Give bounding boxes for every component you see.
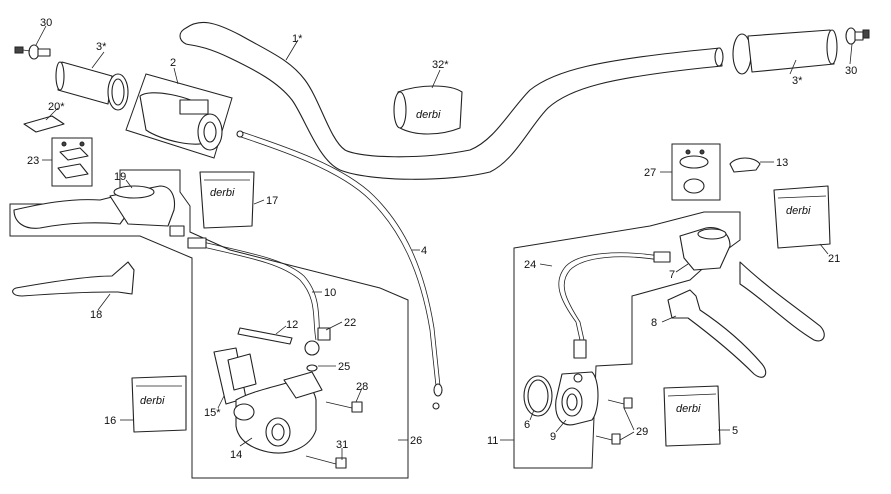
bar-pad: derbi <box>393 85 463 135</box>
left-grip <box>55 61 129 111</box>
callout-21: 21 <box>828 253 840 265</box>
front-master-cylinder <box>13 185 185 237</box>
throttle-cable <box>236 130 443 410</box>
callout-18: 18 <box>90 309 102 321</box>
clutch-bag: derbi <box>663 385 721 447</box>
callout-27: 27 <box>644 167 656 179</box>
bag-brand-mark-16: derbi <box>140 395 165 407</box>
banjo-bolt <box>304 327 331 372</box>
callout-15: 15* <box>204 407 221 419</box>
callout-3-left: 3* <box>96 41 107 53</box>
slave-cylinder <box>555 371 599 426</box>
callout-14: 14 <box>230 449 242 461</box>
o-ring <box>523 375 553 417</box>
slave-bolts <box>595 397 633 445</box>
brake-pads <box>213 347 257 405</box>
callout-12: 12 <box>286 319 298 331</box>
callout-31: 31 <box>336 439 348 451</box>
callout-8: 8 <box>651 317 657 329</box>
reservoir-cap <box>729 157 761 173</box>
callout-26: 26 <box>410 435 422 447</box>
callout-5: 5 <box>732 425 738 437</box>
callout-11: 11 <box>487 435 498 447</box>
front-brake-group <box>9 169 409 479</box>
cover-gasket <box>23 115 65 133</box>
callout-30-right: 30 <box>845 65 857 77</box>
callout-10: 10 <box>324 287 336 299</box>
bag-brand-mark-21: derbi <box>786 205 811 217</box>
callout-3-right: 3* <box>792 75 803 87</box>
callout-24: 24 <box>524 259 536 271</box>
callout-17: 17 <box>266 195 278 207</box>
bag-brand-mark-5: derbi <box>676 403 701 415</box>
caliper-bolt-28 <box>325 401 363 413</box>
callout-28: 28 <box>356 381 368 393</box>
callout-29: 29 <box>636 426 648 438</box>
callout-13: 13 <box>776 157 788 169</box>
brake-caliper <box>233 371 323 454</box>
bar-end-right <box>845 27 870 45</box>
callout-23: 23 <box>27 155 39 167</box>
callout-25: 25 <box>338 361 350 373</box>
front-brake-hose <box>187 237 321 341</box>
callout-4: 4 <box>421 245 427 257</box>
rear-master-cylinder <box>679 227 825 342</box>
callout-30-left: 30 <box>40 17 52 29</box>
callout-20: 20* <box>48 101 65 113</box>
front-pad-bag: derbi <box>199 171 255 229</box>
callout-6: 6 <box>524 419 530 431</box>
callout-32: 32* <box>432 59 449 71</box>
leader-lines <box>35 25 853 460</box>
rear-pad-bag: derbi <box>773 185 831 249</box>
callout-19: 19 <box>114 171 126 183</box>
throttle-housing <box>125 73 233 159</box>
callout-labels: 30 3* 1* 2 20* 23 32* 3* 30 19 17 4 27 1… <box>27 17 857 461</box>
pad-brand-mark: derbi <box>416 109 441 121</box>
pad-spring <box>237 327 293 345</box>
spare-front-lever <box>12 261 135 297</box>
reservoir-cap-set <box>671 143 721 201</box>
callout-1: 1* <box>292 33 303 45</box>
callout-2: 2 <box>170 57 176 69</box>
right-grip <box>732 29 838 75</box>
caliper-bolt-31 <box>305 455 347 469</box>
spare-pad-bag: derbi <box>131 375 187 433</box>
rear-brake-hose <box>558 251 671 359</box>
clamp-set <box>51 137 93 187</box>
callout-9: 9 <box>550 431 556 443</box>
callout-16: 16 <box>104 415 116 427</box>
spare-rear-lever <box>667 289 767 378</box>
callout-7: 7 <box>669 269 675 281</box>
callout-22: 22 <box>344 317 356 329</box>
bar-end-left <box>14 44 51 60</box>
handlebar <box>179 21 724 180</box>
rear-brake-group <box>513 211 741 469</box>
bag-brand-mark-17: derbi <box>210 187 235 199</box>
